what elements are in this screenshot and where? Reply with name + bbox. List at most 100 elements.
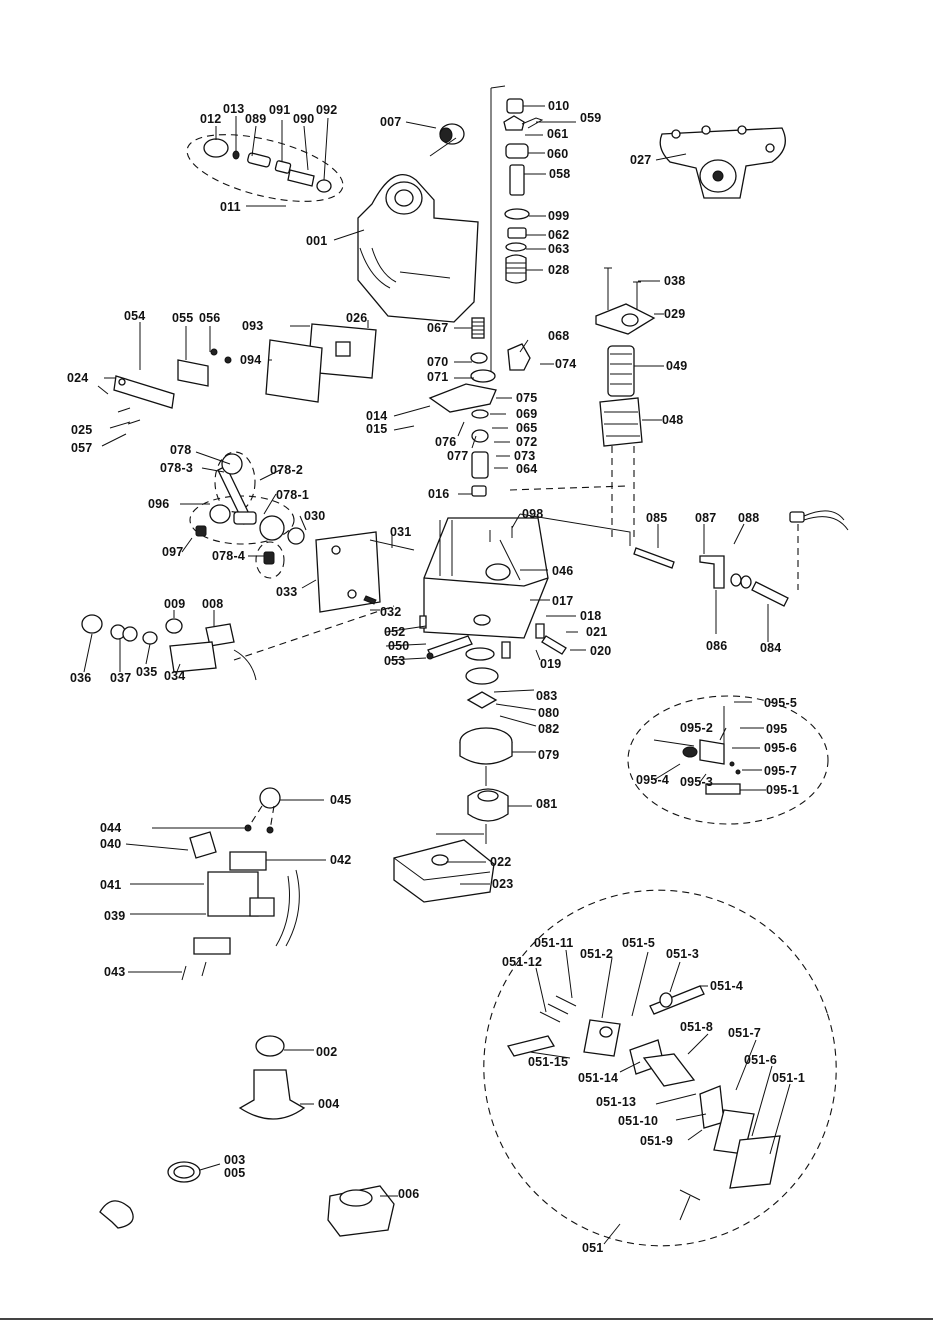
label-048: 048: [662, 413, 683, 427]
label-044: 044: [100, 821, 121, 835]
label-017: 017: [552, 594, 573, 608]
label-076: 076: [435, 435, 456, 449]
label-015: 015: [366, 422, 387, 436]
label-051-10: 051-10: [618, 1114, 658, 1128]
label-065: 065: [516, 421, 537, 435]
label-086: 086: [706, 639, 727, 653]
label-001: 001: [306, 234, 327, 248]
label-095-3: 095-3: [680, 775, 713, 789]
label-032: 032: [380, 605, 401, 619]
label-095-5: 095-5: [764, 696, 797, 710]
label-055: 055: [172, 311, 193, 325]
label-012: 012: [200, 112, 221, 126]
label-078-1: 078-1: [276, 488, 309, 502]
label-089: 089: [245, 112, 266, 126]
label-006: 006: [398, 1187, 419, 1201]
label-084: 084: [760, 641, 781, 655]
label-051-1: 051-1: [772, 1071, 805, 1085]
label-062: 062: [548, 228, 569, 242]
cable-assembly: [509, 485, 849, 607]
label-049: 049: [666, 359, 687, 373]
label-056: 056: [199, 311, 220, 325]
label-087: 087: [695, 511, 716, 525]
panel-plates: [265, 323, 377, 403]
label-095-1: 095-1: [766, 783, 799, 797]
switch-bracket: [97, 348, 232, 425]
label-042: 042: [330, 853, 351, 867]
label-097: 097: [162, 545, 183, 559]
label-030: 030: [304, 509, 325, 523]
label-002: 002: [316, 1045, 337, 1059]
label-026: 026: [346, 311, 367, 325]
label-054: 054: [124, 309, 145, 323]
label-024: 024: [67, 371, 88, 385]
label-051-5: 051-5: [622, 936, 655, 950]
ring-007: [439, 123, 465, 145]
label-007: 007: [380, 115, 401, 129]
label-051-14: 051-14: [578, 1071, 618, 1085]
label-034: 034: [164, 669, 185, 683]
label-060: 060: [547, 147, 568, 161]
label-095-2: 095-2: [680, 721, 713, 735]
small-screws: [363, 595, 567, 660]
label-095-6: 095-6: [764, 741, 797, 755]
part-labels: 010 059 061 060 058 099 062 063 028 007 …: [67, 99, 805, 1255]
label-085: 085: [646, 511, 667, 525]
spindle-lower-parts: [428, 317, 531, 497]
label-003: 003: [224, 1153, 245, 1167]
label-025: 025: [71, 423, 92, 437]
label-067: 067: [427, 321, 448, 335]
label-051-6: 051-6: [744, 1053, 777, 1067]
label-080: 080: [538, 706, 559, 720]
label-051-9: 051-9: [640, 1134, 673, 1148]
label-031: 031: [390, 525, 411, 539]
leader-lines: [83, 105, 791, 1245]
label-051-15: 051-15: [528, 1055, 568, 1069]
label-023: 023: [492, 877, 513, 891]
label-051-13: 051-13: [596, 1095, 636, 1109]
label-005: 005: [224, 1166, 245, 1180]
label-037: 037: [110, 671, 131, 685]
lever-assembly: [195, 453, 305, 565]
label-014: 014: [366, 409, 387, 423]
label-041: 041: [100, 878, 121, 892]
label-098: 098: [522, 507, 543, 521]
label-088: 088: [738, 511, 759, 525]
label-095-4: 095-4: [636, 773, 669, 787]
label-095-7: 095-7: [764, 764, 797, 778]
label-022: 022: [490, 855, 511, 869]
label-053: 053: [384, 654, 405, 668]
label-008: 008: [202, 597, 223, 611]
label-093: 093: [242, 319, 263, 333]
side-plate-033: [315, 531, 415, 613]
label-082: 082: [538, 722, 559, 736]
spindle-stack: [490, 85, 544, 380]
label-051: 051: [582, 1241, 603, 1255]
label-035: 035: [136, 665, 157, 679]
label-052: 052: [384, 625, 405, 639]
main-body-017: [423, 517, 549, 639]
page-bottom-rule: [0, 1318, 933, 1320]
detail-051: [506, 985, 781, 1221]
head-housing-001: [357, 137, 479, 323]
label-043: 043: [104, 965, 125, 979]
label-011: 011: [220, 200, 241, 214]
label-029: 029: [664, 307, 685, 321]
label-046: 046: [552, 564, 573, 578]
label-028: 028: [548, 263, 569, 277]
label-078-3: 078-3: [160, 461, 193, 475]
label-068: 068: [548, 329, 569, 343]
label-036: 036: [70, 671, 91, 685]
label-071: 071: [427, 370, 448, 384]
label-010: 010: [548, 99, 569, 113]
label-090: 090: [293, 112, 314, 126]
label-096: 096: [148, 497, 169, 511]
label-078-2: 078-2: [270, 463, 303, 477]
label-057: 057: [71, 441, 92, 455]
label-051-8: 051-8: [680, 1020, 713, 1034]
label-077: 077: [447, 449, 468, 463]
tray-022-023: [393, 839, 495, 903]
switch-group-lower: [181, 787, 300, 981]
label-051-4: 051-4: [710, 979, 743, 993]
